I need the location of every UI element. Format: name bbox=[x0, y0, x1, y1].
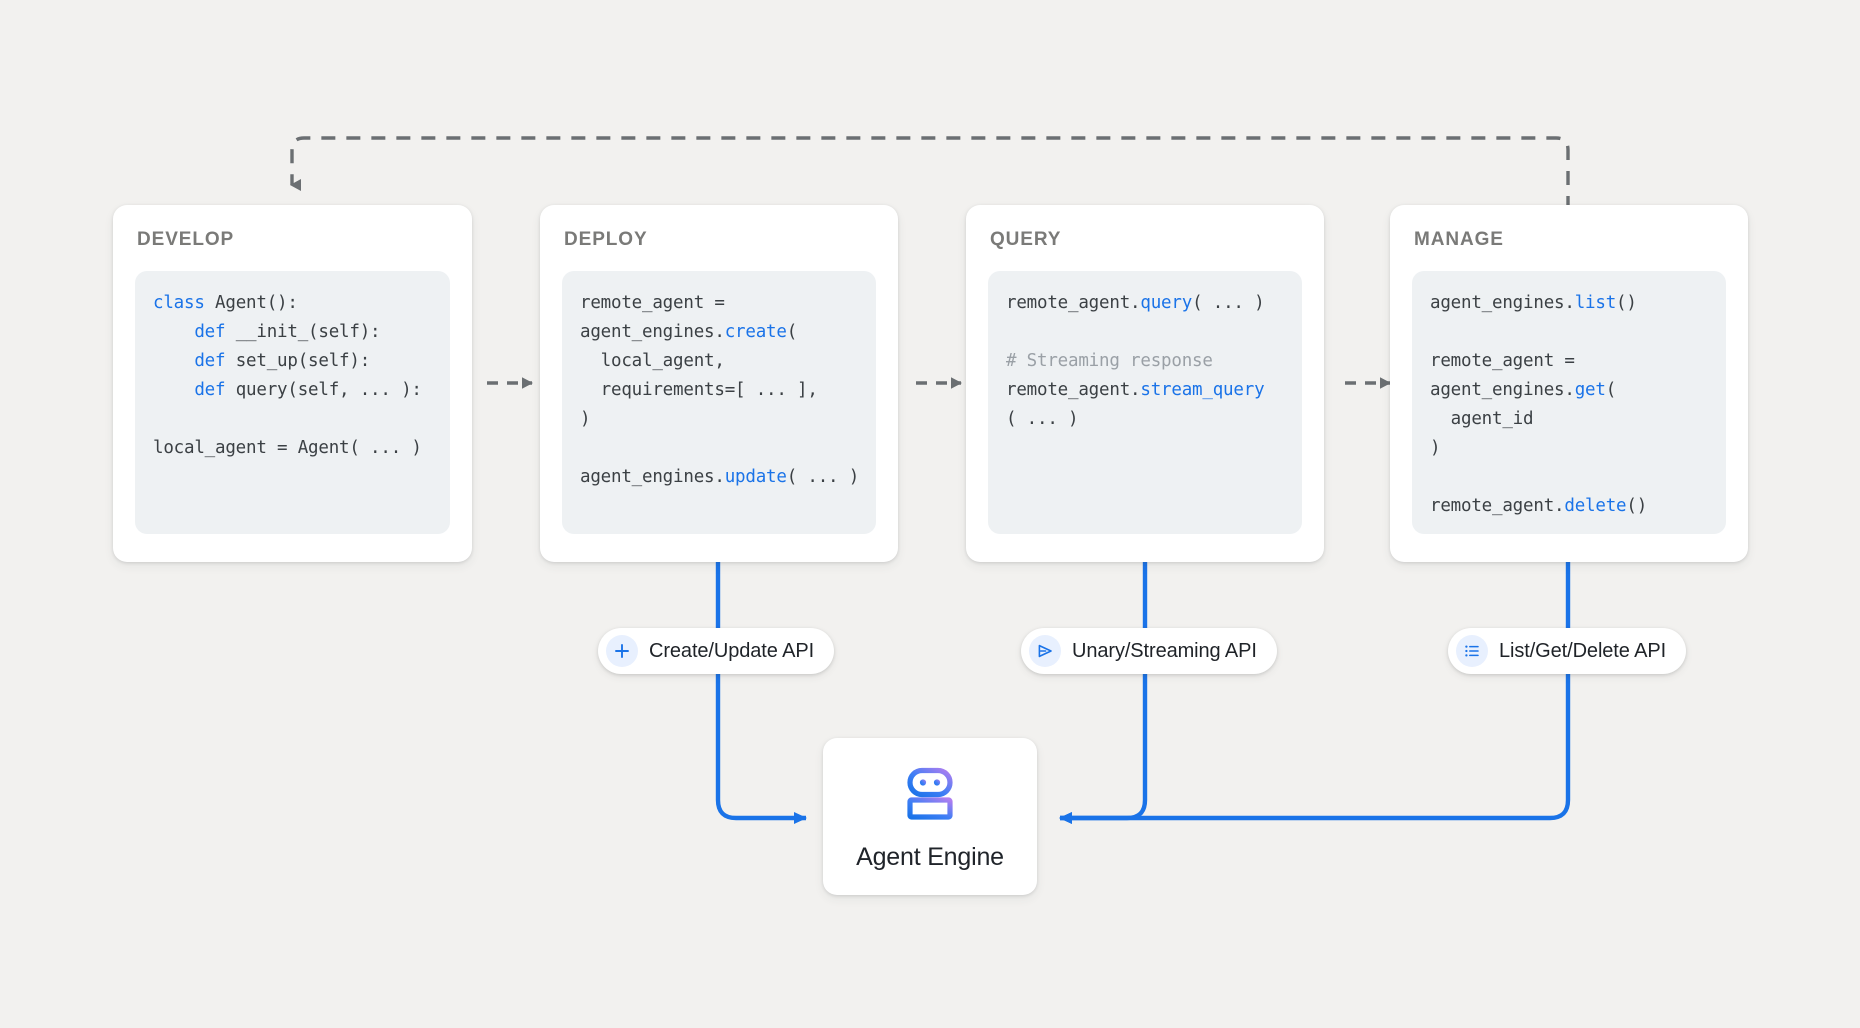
feedback-loop-edge bbox=[290, 136, 1570, 210]
code-block-query: remote_agent.query( ... ) # Streaming re… bbox=[988, 271, 1302, 534]
stage-card-manage[interactable]: MANAGE agent_engines.list() remote_agent… bbox=[1390, 205, 1748, 562]
plus-icon bbox=[606, 635, 638, 667]
code-block-develop: class Agent(): def __init_(self): def se… bbox=[135, 271, 450, 534]
api-pill-label-unary-streaming: Unary/Streaming API bbox=[1072, 639, 1257, 662]
code-text-manage: agent_engines.list() remote_agent = agen… bbox=[1430, 293, 1648, 516]
agent-engine-node[interactable]: Agent Engine bbox=[823, 738, 1037, 895]
edge-deploy-to-engine bbox=[715, 562, 807, 824]
api-pill-list-get-delete[interactable]: List/Get/Delete API bbox=[1448, 628, 1687, 674]
code-block-manage: agent_engines.list() remote_agent = agen… bbox=[1412, 271, 1726, 534]
code-text-deploy: remote_agent = agent_engines.create( loc… bbox=[580, 293, 860, 487]
code-text-develop: class Agent(): def __init_(self): def se… bbox=[153, 293, 422, 458]
list-icon bbox=[1456, 635, 1488, 667]
edge-query-to-engine bbox=[1059, 562, 1148, 824]
stage-card-deploy[interactable]: DEPLOY remote_agent = agent_engines.crea… bbox=[540, 205, 898, 562]
code-block-deploy: remote_agent = agent_engines.create( loc… bbox=[562, 271, 876, 534]
stage-title-develop: DEVELOP bbox=[137, 229, 235, 250]
stage-title-query: QUERY bbox=[990, 229, 1062, 250]
stage-title-manage: MANAGE bbox=[1414, 229, 1504, 250]
api-pill-unary-streaming[interactable]: Unary/Streaming API bbox=[1021, 628, 1277, 674]
api-pill-label-list-get-delete: List/Get/Delete API bbox=[1499, 639, 1667, 662]
send-icon bbox=[1029, 635, 1061, 667]
stage-card-query[interactable]: QUERY remote_agent.query( ... ) # Stream… bbox=[966, 205, 1324, 562]
stage-title-deploy: DEPLOY bbox=[564, 229, 648, 250]
api-pill-label-create-update: Create/Update API bbox=[649, 639, 815, 662]
robot-icon bbox=[899, 762, 961, 829]
edge-manage-to-engine bbox=[1059, 562, 1571, 824]
agent-engine-label: Agent Engine bbox=[856, 842, 1004, 871]
code-text-query: remote_agent.query( ... ) # Streaming re… bbox=[1006, 293, 1265, 429]
stage-card-develop[interactable]: DEVELOP class Agent(): def __init_(self)… bbox=[113, 205, 472, 562]
api-pill-create-update[interactable]: Create/Update API bbox=[598, 628, 835, 674]
